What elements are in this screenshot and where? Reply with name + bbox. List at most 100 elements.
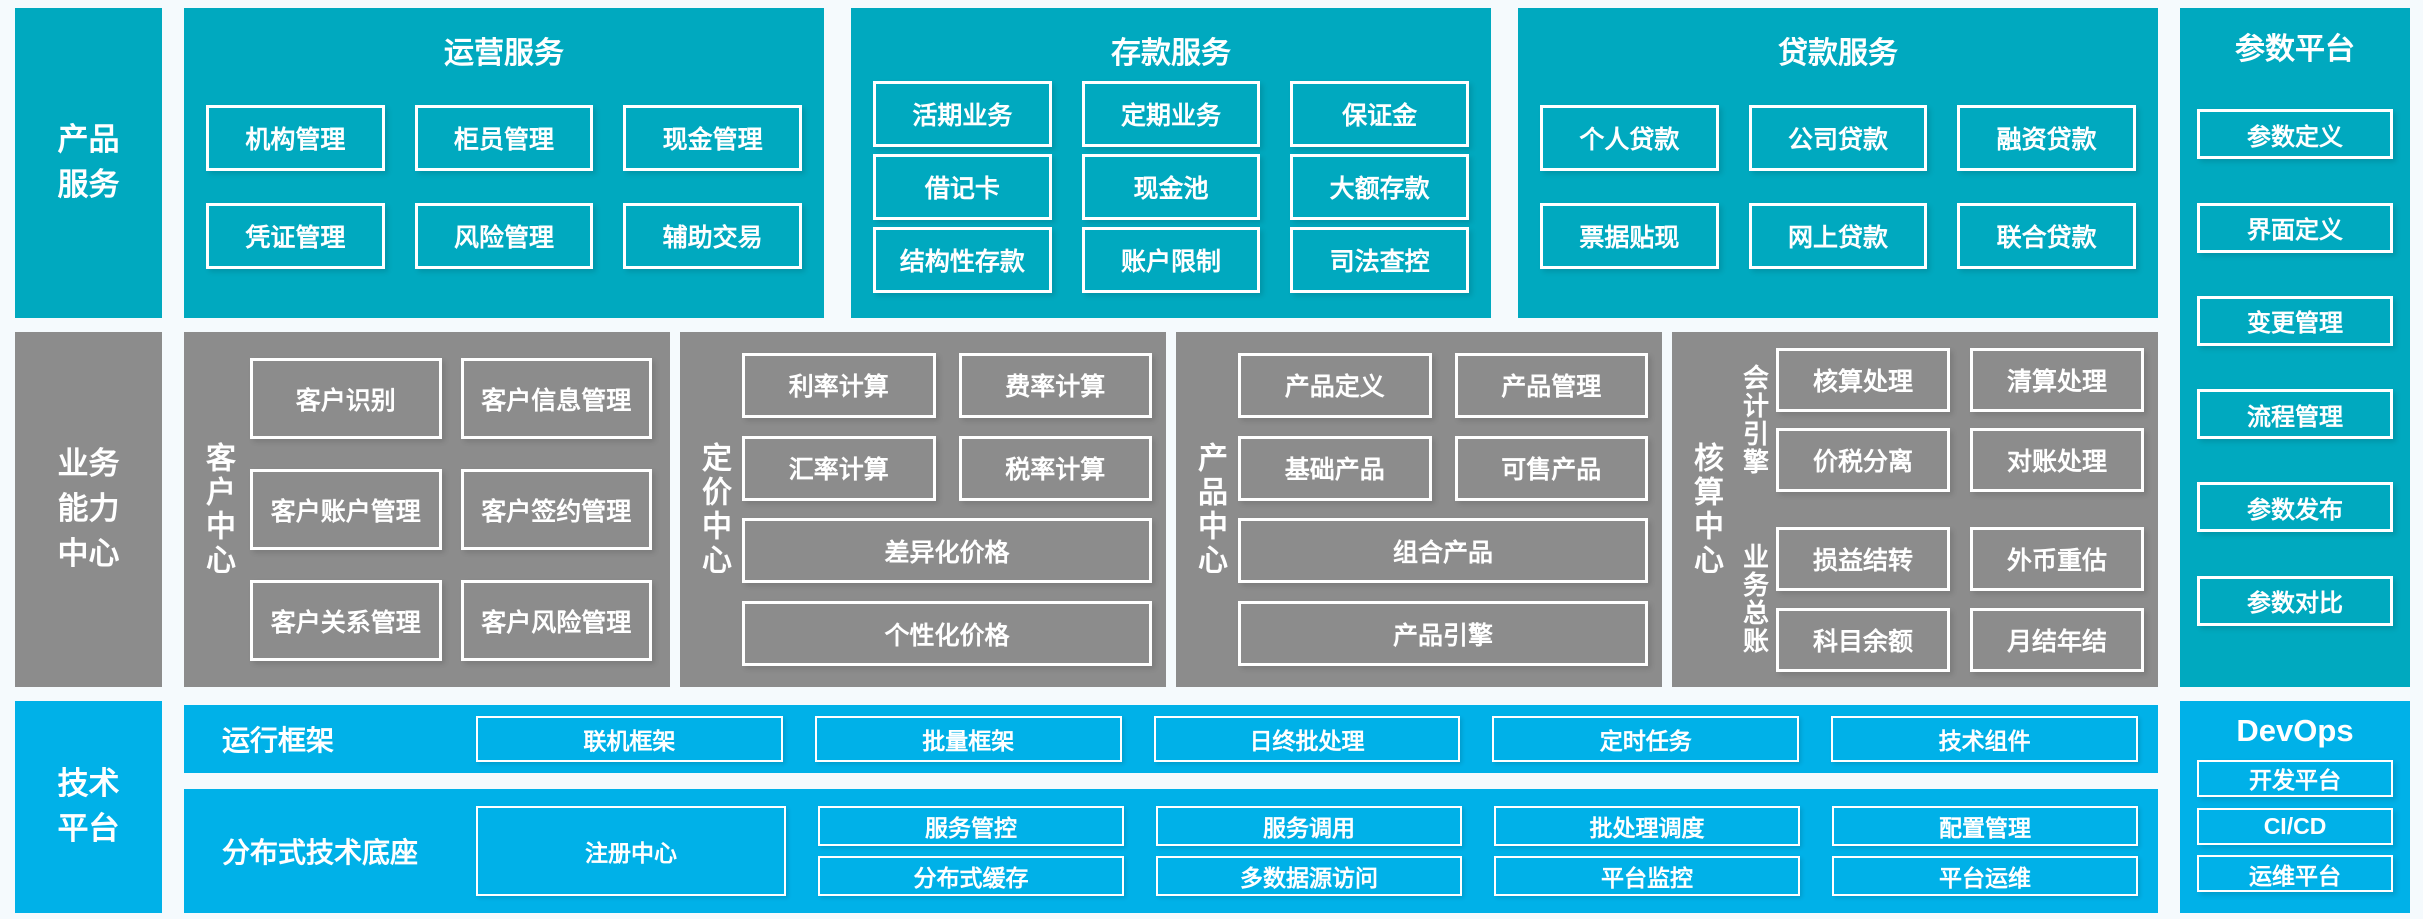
diagram-box: 柜员管理	[414, 105, 594, 172]
diagram-box: 变更管理	[2197, 295, 2393, 346]
diagram-box: 开发平台	[2197, 759, 2393, 797]
diagram-box: 产品管理	[1454, 352, 1648, 418]
group-name-vertical: 业务总账	[1739, 543, 1770, 656]
base-pair-column: 服务管控 分布式缓存	[818, 806, 1124, 896]
accounting-engine-group: 会计引擎 核算处理 清算处理 价税分离 对账处理	[1734, 344, 2144, 496]
distributed-base-bar: 分布式技术底座 注册中心 服务管控 分布式缓存 服务调用 多数据源访问 批处理调…	[184, 789, 2158, 913]
diagram-box: 保证金	[1290, 81, 1469, 147]
center-name-vertical: 产品中心	[1193, 441, 1226, 578]
base-pair-column: 批处理调度 平台监控	[1494, 806, 1800, 896]
parameter-platform-list: 参数定义 界面定义 变更管理 流程管理 参数发布 参数对比	[2180, 66, 2410, 687]
section-customer-center: 客户中心 客户识别 客户信息管理 客户账户管理 客户签约管理 客户关系管理 客户…	[184, 332, 670, 687]
diagram-box: 产品定义	[1238, 352, 1432, 418]
center-name-vertical: 客户中心	[201, 441, 234, 578]
business-ledger-group: 业务总账 损益结转 外币重估 科目余额 月结年结	[1734, 524, 2144, 676]
diagram-box: 批处理调度	[1494, 806, 1800, 846]
diagram-box: 批量框架	[814, 716, 1122, 762]
diagram-box: 运维平台	[2197, 855, 2393, 893]
diagram-box: 凭证管理	[206, 202, 385, 269]
diagram-box: 联机框架	[476, 716, 783, 762]
diagram-box: 参数对比	[2197, 575, 2393, 626]
diagram-box: 组合产品	[1238, 518, 1648, 584]
bar-label: 运行框架	[222, 725, 335, 756]
diagram-box: 费率计算	[958, 352, 1152, 418]
diagram-box: 大额存款	[1290, 154, 1469, 220]
diagram-box: 客户账户管理	[250, 469, 442, 550]
diagram-box: 平台监控	[1494, 856, 1800, 896]
pricing-center-grid: 利率计算 费率计算 汇率计算 税率计算 差异化价格 个性化价格	[742, 344, 1152, 675]
row-label-tech-platform: 技术 平台	[15, 701, 162, 913]
row-label-product-services: 产品 服务	[15, 8, 162, 318]
center-name-vertical: 核算中心	[1689, 441, 1722, 578]
diagram-box: 清算处理	[1970, 347, 2144, 412]
diagram-box: 多数据源访问	[1156, 856, 1462, 896]
accounting-groups: 会计引擎 核算处理 清算处理 价税分离 对账处理 业务总账 损益结转 外币重估 …	[1734, 344, 2144, 675]
diagram-box: 现金池	[1081, 154, 1261, 220]
section-title: 运营服务	[444, 37, 564, 70]
diagram-box: 可售产品	[1454, 435, 1648, 501]
diagram-box: 外币重估	[1970, 527, 2144, 591]
loan-services-grid: 个人贷款 公司贷款 融资贷款 票据贴现 网上贷款 联合贷款	[1518, 74, 2158, 318]
diagram-box: 服务管控	[818, 806, 1124, 846]
section-title: DevOps	[2236, 713, 2354, 748]
row-label-capability-centers: 业务 能力 中心	[15, 332, 162, 687]
bar-label: 分布式技术底座	[222, 837, 419, 868]
diagram-box: 月结年结	[1970, 607, 2144, 672]
diagram-box: 公司贷款	[1748, 105, 1928, 172]
product-services-row: 运营服务 机构管理 柜员管理 现金管理 凭证管理 风险管理 辅助交易 存款服务 …	[184, 8, 2158, 318]
diagram-box: 技术组件	[1831, 716, 2138, 762]
section-product-center: 产品中心 产品定义 产品管理 基础产品 可售产品 组合产品 产品引擎	[1176, 332, 1662, 687]
diagram-box: 流程管理	[2197, 389, 2393, 440]
base-pair-column: 配置管理 平台运维	[1832, 806, 2138, 896]
diagram-box: 分布式缓存	[818, 856, 1124, 896]
diagram-box: 票据贴现	[1540, 202, 1719, 269]
tech-platform-row: 运行框架 联机框架 批量框架 日终批处理 定时任务 技术组件 分布式技术底座 注…	[184, 701, 2158, 913]
diagram-box: 活期业务	[873, 81, 1052, 147]
section-parameter-platform: 参数平台 参数定义 界面定义 变更管理 流程管理 参数发布 参数对比	[2180, 8, 2410, 687]
diagram-box: 司法查控	[1290, 227, 1469, 293]
diagram-box: 汇率计算	[742, 435, 936, 501]
section-title: 存款服务	[1111, 37, 1231, 70]
diagram-box: 损益结转	[1776, 527, 1950, 591]
devops-list: 开发平台 CI/CD 运维平台	[2180, 749, 2410, 913]
group-name-vertical: 会计引擎	[1739, 363, 1770, 476]
diagram-box: 客户签约管理	[460, 469, 652, 550]
diagram-box: 联合贷款	[1957, 202, 2136, 269]
section-title: 参数平台	[2235, 33, 2355, 66]
diagram-box: 对账处理	[1970, 428, 2144, 492]
operation-services-grid: 机构管理 柜员管理 现金管理 凭证管理 风险管理 辅助交易	[184, 74, 824, 318]
diagram-box: 配置管理	[1832, 806, 2138, 846]
diagram-box: 结构性存款	[873, 227, 1052, 293]
diagram-box: 风险管理	[414, 202, 594, 269]
section-operation-services: 运营服务 机构管理 柜员管理 现金管理 凭证管理 风险管理 辅助交易	[184, 8, 824, 318]
section-devops: DevOps 开发平台 CI/CD 运维平台	[2180, 701, 2410, 913]
base-pair-column: 服务调用 多数据源访问	[1156, 806, 1462, 896]
runtime-framework-bar: 运行框架 联机框架 批量框架 日终批处理 定时任务 技术组件	[184, 705, 2158, 773]
diagram-box: 借记卡	[873, 154, 1052, 220]
diagram-box: 定期业务	[1081, 81, 1261, 147]
center-name-vertical: 定价中心	[697, 441, 730, 578]
diagram-box: CI/CD	[2197, 807, 2393, 845]
section-pricing-center: 定价中心 利率计算 费率计算 汇率计算 税率计算 差异化价格 个性化价格	[680, 332, 1166, 687]
business-ledger-grid: 损益结转 外币重估 科目余额 月结年结	[1776, 524, 2144, 676]
diagram-box: 客户关系管理	[250, 580, 442, 661]
diagram-box: 基础产品	[1238, 435, 1432, 501]
capability-centers-row: 客户中心 客户识别 客户信息管理 客户账户管理 客户签约管理 客户关系管理 客户…	[184, 332, 2158, 687]
diagram-box: 界面定义	[2197, 202, 2393, 253]
diagram-box: 税率计算	[958, 435, 1152, 501]
diagram-box: 个人贷款	[1540, 105, 1719, 172]
diagram-box: 机构管理	[206, 105, 385, 172]
product-center-grid: 产品定义 产品管理 基础产品 可售产品 组合产品 产品引擎	[1238, 344, 1648, 675]
section-accounting-center: 核算中心 会计引擎 核算处理 清算处理 价税分离 对账处理 业务总账 损益结转 …	[1672, 332, 2158, 687]
diagram-box-registry: 注册中心	[476, 806, 786, 896]
diagram-box: 科目余额	[1776, 607, 1950, 672]
diagram-box: 参数定义	[2197, 109, 2393, 160]
diagram-box: 产品引擎	[1238, 601, 1648, 667]
section-deposit-services: 存款服务 活期业务 定期业务 保证金 借记卡 现金池 大额存款 结构性存款 账户…	[851, 8, 1491, 318]
diagram-box: 现金管理	[623, 105, 802, 172]
diagram-box: 价税分离	[1776, 428, 1950, 492]
diagram-box: 辅助交易	[623, 202, 802, 269]
diagram-box: 定时任务	[1492, 716, 1800, 762]
deposit-services-grid: 活期业务 定期业务 保证金 借记卡 现金池 大额存款 结构性存款 账户限制 司法…	[851, 74, 1491, 318]
